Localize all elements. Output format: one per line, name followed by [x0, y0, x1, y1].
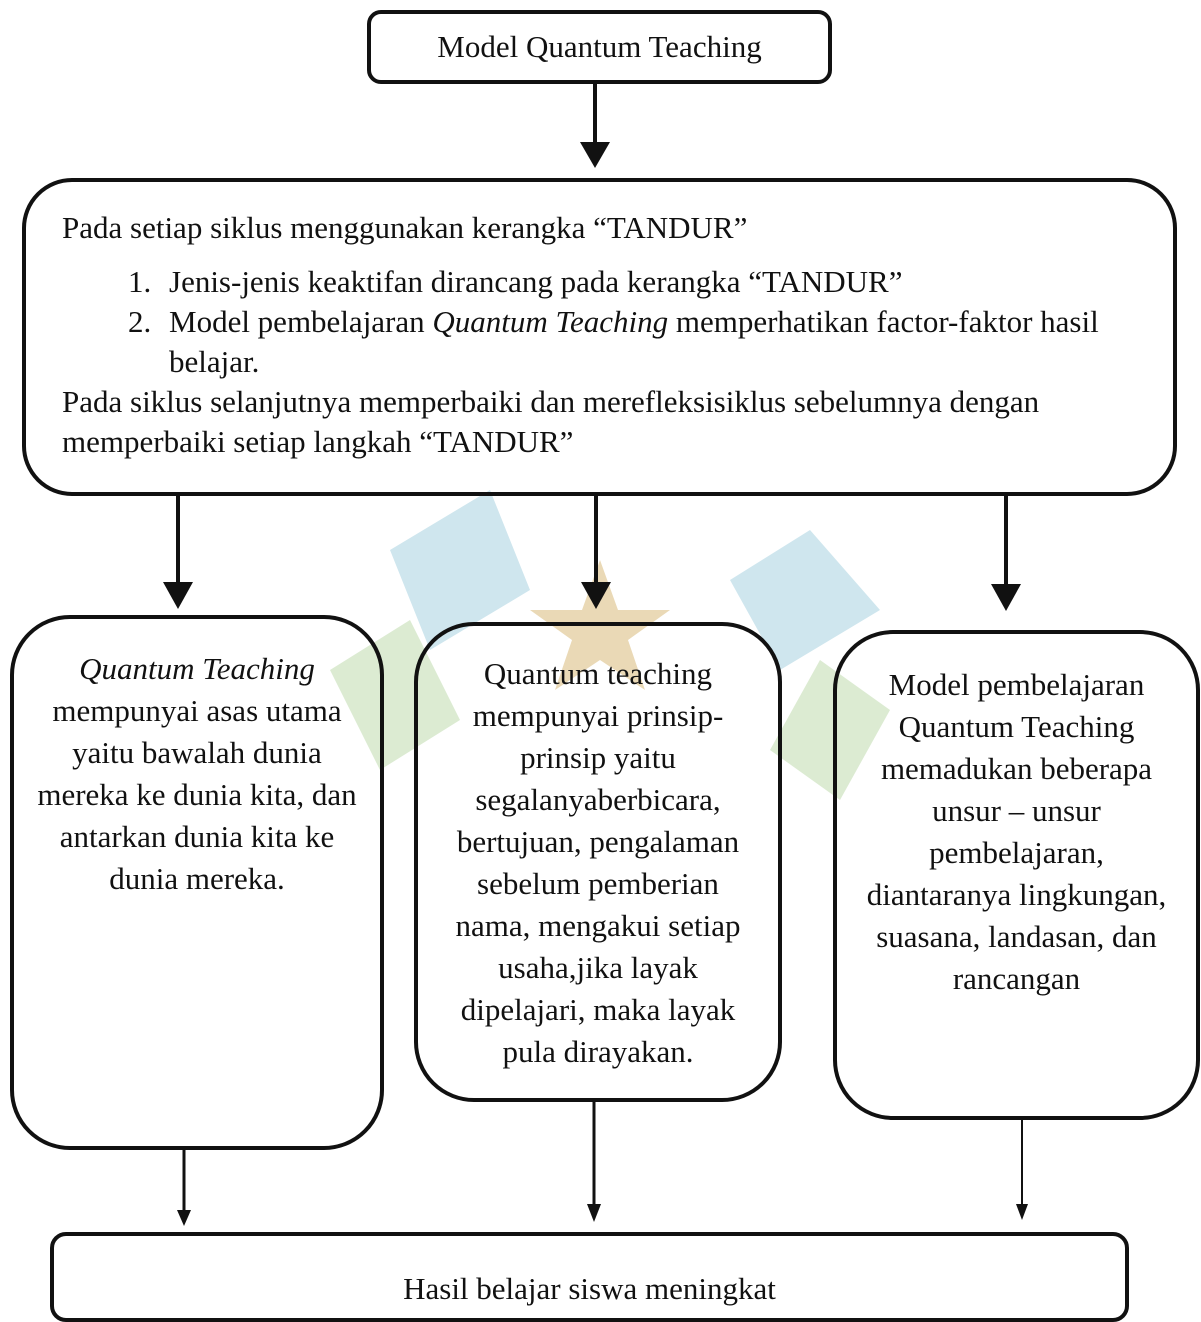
principle-box-right: Model pembelajaran Quantum Teaching mema… [833, 630, 1200, 1120]
model-title-box: Model Quantum Teaching [367, 10, 832, 84]
tandur-intro: Pada setiap siklus menggunakan kerangka … [62, 210, 748, 245]
arrow-head-left-to-result [177, 1210, 191, 1226]
tandur-list: Jenis-jenis keaktifan dirancang pada ker… [62, 262, 1143, 382]
tandur-framework-box: Pada setiap siklus menggunakan kerangka … [22, 178, 1177, 496]
principle-box-left: Quantum Teaching mempunyai asas utama ya… [10, 615, 384, 1150]
left-box-text: mempunyai asas utama yaitu bawalah dunia… [37, 693, 357, 896]
tandur-outro: Pada siklus selanjutnya memperbaiki dan … [62, 384, 1040, 459]
left-box-italic: Quantum Teaching [79, 651, 315, 686]
arrow-head-title-to-main [580, 142, 610, 168]
tandur-list-item-2: Model pembelajaran Quantum Teaching memp… [159, 302, 1143, 382]
arrow-head-middle-to-result [587, 1204, 601, 1222]
arrow-head-right-to-result [1016, 1204, 1028, 1220]
model-title: Model Quantum Teaching [437, 29, 762, 64]
middle-box-text: Quantum teaching mempunyai prinsip-prins… [455, 656, 741, 1069]
tandur-list-item-1: Jenis-jenis keaktifan dirancang pada ker… [159, 262, 1143, 302]
result-box: Hasil belajar siswa meningkat [50, 1232, 1129, 1322]
principle-box-middle: Quantum teaching mempunyai prinsip-prins… [414, 622, 782, 1102]
arrow-head-main-to-right [991, 584, 1021, 611]
right-box-text: Model pembelajaran Quantum Teaching mema… [866, 667, 1167, 996]
arrow-head-main-to-left [163, 582, 193, 609]
result-text: Hasil belajar siswa meningkat [403, 1271, 776, 1306]
